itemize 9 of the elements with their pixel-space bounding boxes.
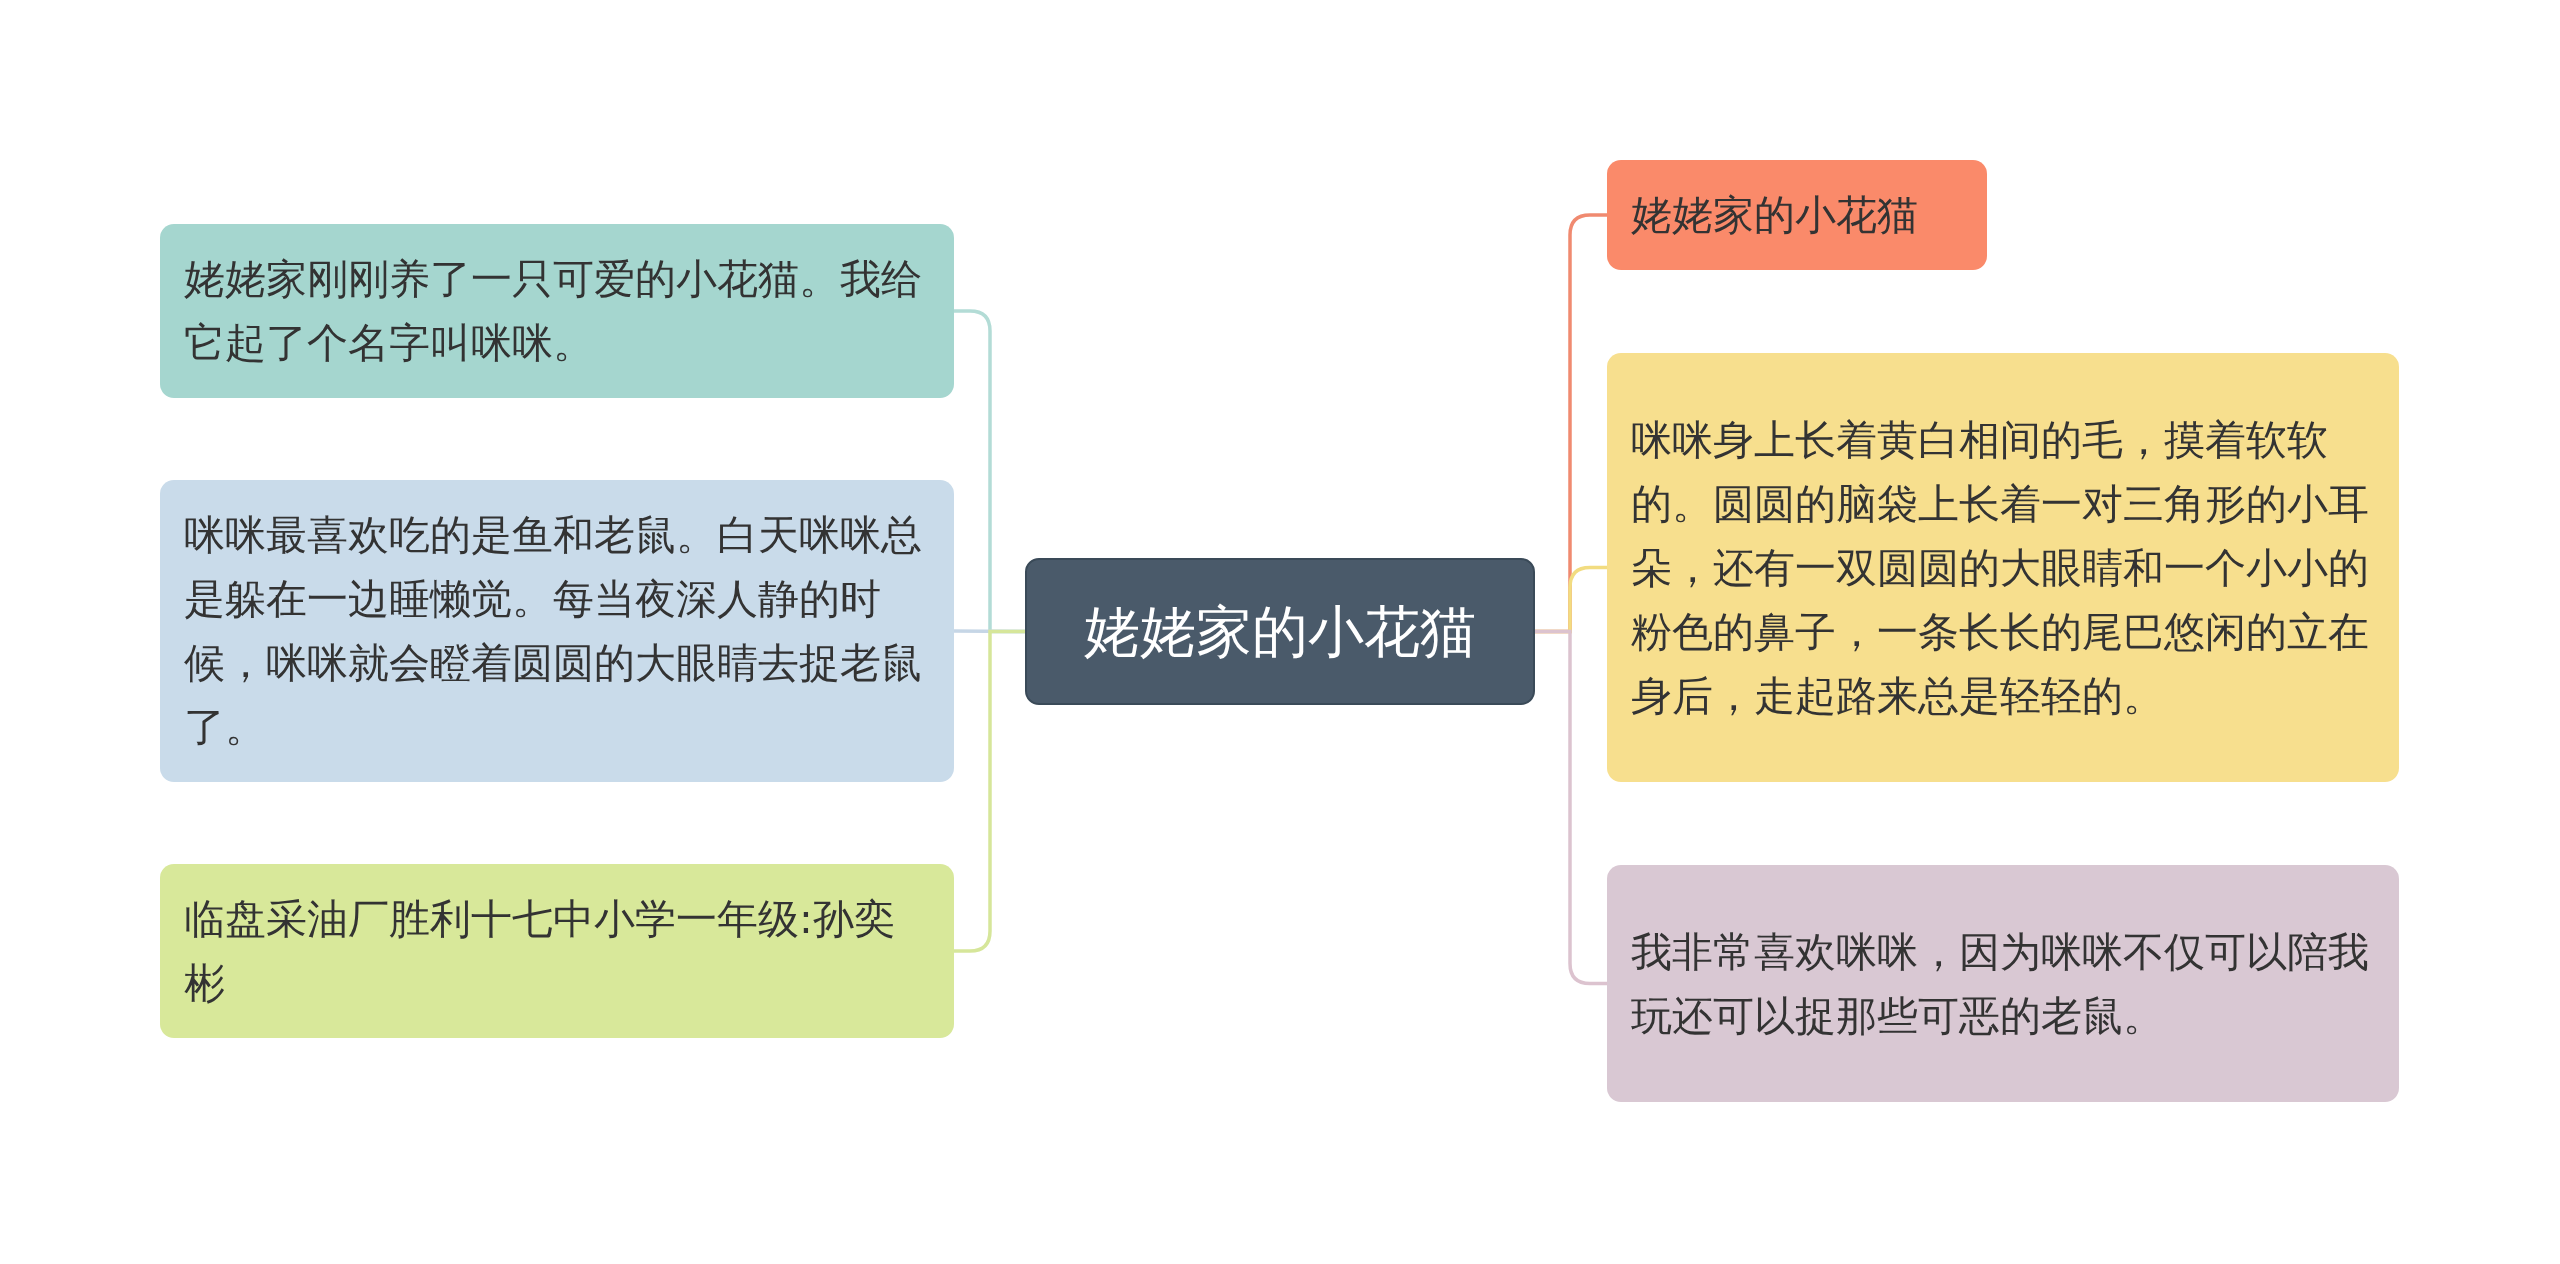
central-topic-box: 姥姥家的小花猫: [1025, 558, 1535, 705]
topic-box: 临盘采油厂胜利十七中小学一年级:孙奕彬: [160, 864, 954, 1038]
topic-box: 姥姥家的小花猫: [1607, 160, 1987, 270]
topic-box: 咪咪最喜欢吃的是鱼和老鼠。白天咪咪总是躲在一边睡懒觉。每当夜深人静的时候，咪咪就会瞪着圆圆的大眼睛去捉老鼠了。: [160, 480, 954, 782]
connector-line: [954, 629, 1025, 953]
topic-box: 姥姥家刚刚养了一只可爱的小花猫。我给它起了个名字叫咪咪。: [160, 224, 954, 398]
topic-box: 咪咪身上长着黄白相间的毛，摸着软软的。圆圆的脑袋上长着一对三角形的小耳朵，还有一双圆圆的大眼睛和一个小小的粉色的鼻子，一条长长的尾巴悠闲的立在身后，走起路来总是轻轻的。: [1607, 353, 2399, 782]
topic-box: 我非常喜欢咪咪，因为咪咪不仅可以陪我玩还可以捉那些可恶的老鼠。: [1607, 865, 2399, 1102]
connector-line: [1535, 629, 1607, 986]
